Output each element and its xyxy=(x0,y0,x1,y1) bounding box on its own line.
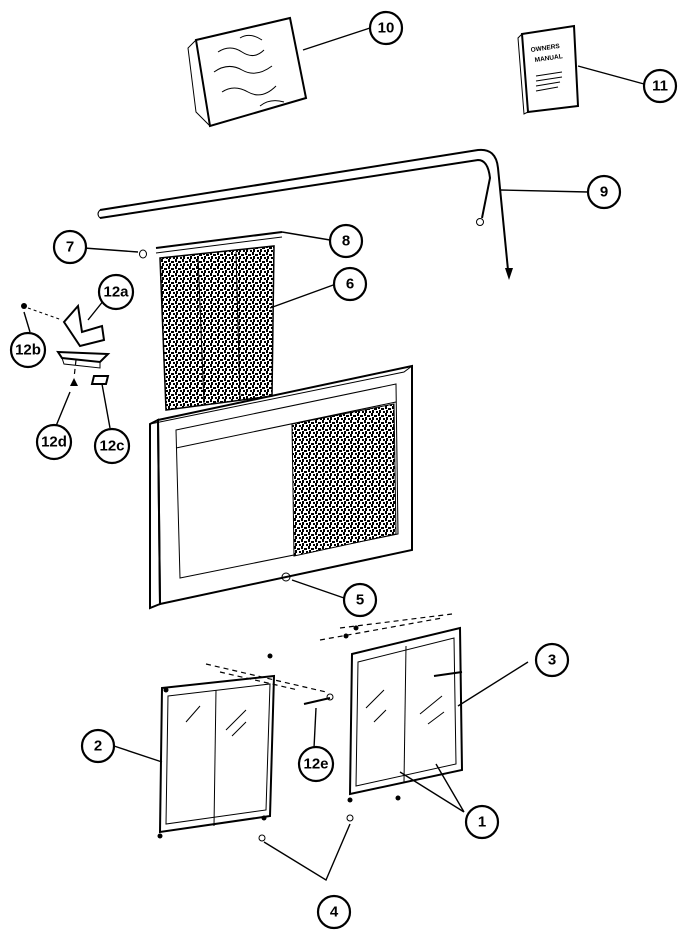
svg-text:3: 3 xyxy=(548,652,556,669)
svg-text:1: 1 xyxy=(478,814,486,831)
manual-title-line1: OWNERS xyxy=(530,43,561,54)
svg-text:12a: 12a xyxy=(103,284,129,301)
callout-12a: 12a xyxy=(97,273,135,311)
callout-12d: 12d xyxy=(35,423,73,461)
svg-text:12e: 12e xyxy=(303,756,328,773)
callout-12c: 12c xyxy=(93,427,131,465)
callout-3: 3 xyxy=(534,642,570,678)
part-right-door xyxy=(319,613,464,803)
part-front-cabinet xyxy=(149,364,413,610)
part-top-rail xyxy=(155,231,283,254)
part-screw xyxy=(139,249,147,259)
svg-text:4: 4 xyxy=(330,904,339,921)
svg-text:7: 7 xyxy=(66,239,74,256)
part-owners-manual: OWNERS MANUAL xyxy=(517,24,580,115)
callout-1: 1 xyxy=(464,804,500,840)
callout-8: 8 xyxy=(328,223,364,259)
svg-text:5: 5 xyxy=(356,592,364,609)
callout-11: 11 xyxy=(642,68,678,104)
callout-2: 2 xyxy=(80,728,116,764)
callout-4: 4 xyxy=(316,894,352,930)
svg-text:12b: 12b xyxy=(15,342,41,359)
svg-text:9: 9 xyxy=(600,184,608,201)
callout-5: 5 xyxy=(342,582,378,618)
svg-text:8: 8 xyxy=(342,233,350,250)
svg-text:12c: 12c xyxy=(99,438,124,455)
svg-text:12d: 12d xyxy=(41,434,67,451)
svg-text:6: 6 xyxy=(346,276,354,293)
svg-text:10: 10 xyxy=(378,20,395,37)
leader-lines xyxy=(23,27,645,882)
part-left-door xyxy=(157,653,327,839)
part-filter-bag xyxy=(187,16,308,128)
part-latch-pin xyxy=(303,693,334,705)
part-fasteners xyxy=(258,814,354,842)
callout-10: 10 xyxy=(368,10,404,46)
callout-12e: 12e xyxy=(297,745,335,783)
callout-6: 6 xyxy=(332,266,368,302)
callout-12b: 12b xyxy=(9,331,47,369)
part-gasket-strip xyxy=(97,148,513,280)
manual-title-line2: MANUAL xyxy=(534,53,563,64)
part-filter-panel xyxy=(159,245,275,411)
svg-text:11: 11 xyxy=(652,78,668,95)
callout-9: 9 xyxy=(586,174,622,210)
callout-7: 7 xyxy=(52,229,88,265)
svg-text:2: 2 xyxy=(94,738,102,755)
part-bracket-assembly xyxy=(21,303,111,386)
